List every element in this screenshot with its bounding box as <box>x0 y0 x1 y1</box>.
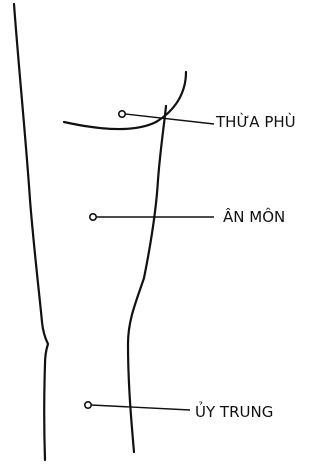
an-mon-marker <box>90 214 96 220</box>
uy-trung-leader-line <box>91 405 190 410</box>
thua-phu-label: THỪA PHÙ <box>215 112 296 131</box>
leg-outer-contour <box>14 4 48 460</box>
thua-phu-marker <box>119 111 125 117</box>
uy-trung-label: ỦY TRUNG <box>195 401 273 421</box>
thua-phu-leader-line <box>125 114 214 124</box>
uy-trung-marker <box>85 402 91 408</box>
acupoint-thua-phu: THỪA PHÙ <box>119 111 296 131</box>
acupoint-an-mon: ÂN MÔN <box>90 207 285 226</box>
leg-inner-contour <box>128 106 166 452</box>
buttock-curve <box>64 72 186 129</box>
acupoint-uy-trung: ỦY TRUNG <box>85 401 274 421</box>
an-mon-label: ÂN MÔN <box>223 207 285 226</box>
